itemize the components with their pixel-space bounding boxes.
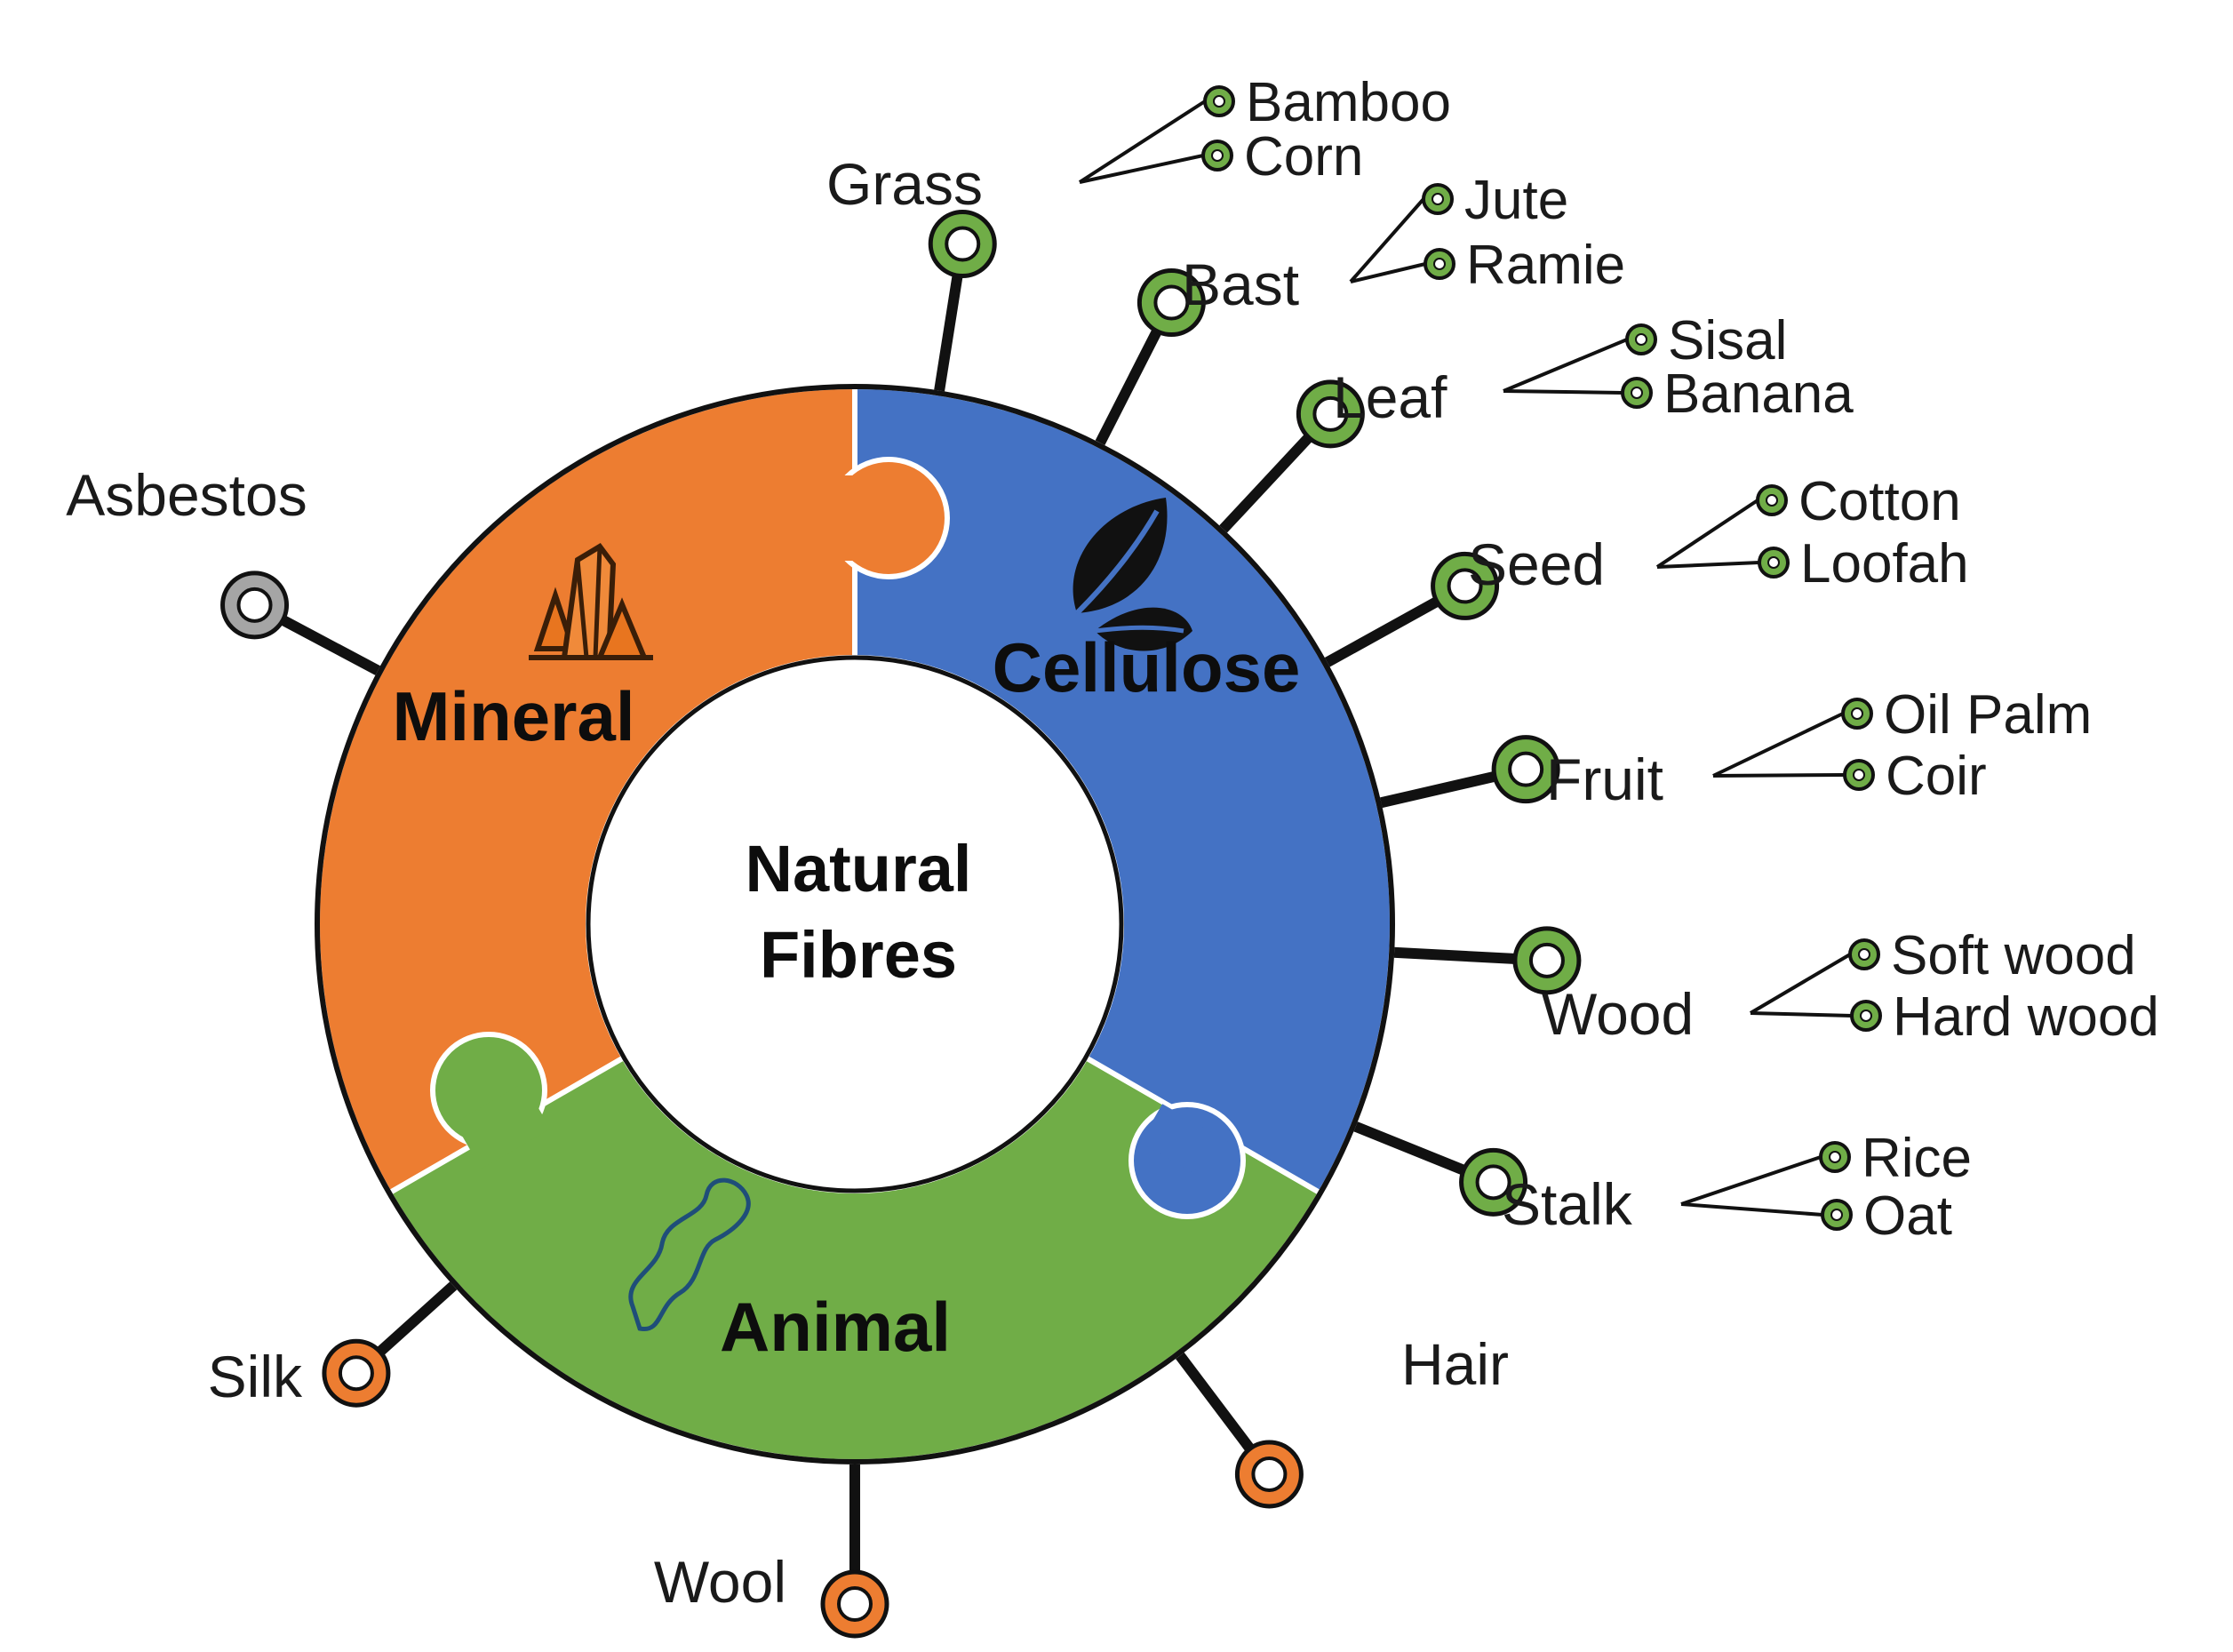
branch-nodes — [220, 210, 1582, 1639]
leaf-icon — [1073, 498, 1192, 651]
leaf-subtype-connector — [1503, 389, 1623, 395]
leaf-label: Leaf — [1333, 364, 1447, 430]
center-title-line2: Fibres — [760, 918, 957, 992]
silk-node-hole — [338, 1355, 374, 1392]
seed-subtype-label: Cotton — [1798, 471, 1961, 532]
bast-subtype-label: Ramie — [1466, 235, 1625, 296]
asbestos-label: Asbestos — [66, 462, 307, 528]
ring-outline — [315, 384, 1395, 1464]
fruit-node-hole — [1508, 751, 1544, 787]
stalk-subtype-label: Rice — [1862, 1128, 1972, 1189]
silkworm-icon — [628, 1177, 751, 1331]
grass-subtype-dot-hole — [1211, 149, 1224, 162]
wood-subtype-dot-hole — [1860, 1010, 1872, 1022]
fruit-subtype-dot-hole — [1851, 707, 1863, 720]
wood-subtype-label: Soft wood — [1891, 925, 2136, 986]
stalk-subtype-dot-hole — [1829, 1151, 1841, 1163]
wood-subtype-dot-hole — [1858, 948, 1870, 961]
bast-subtype-connector — [1350, 262, 1426, 283]
wool-node-hole — [837, 1586, 873, 1622]
crystal-icon — [529, 543, 653, 660]
seed-subtype-dot-hole — [1767, 556, 1780, 569]
wood-subtype-label: Hard wood — [1893, 986, 2159, 1048]
leaf-connector — [1211, 429, 1317, 541]
asbestos-node-hole — [236, 587, 273, 623]
hair-connector — [1168, 1343, 1258, 1456]
wood-connector — [1382, 946, 1521, 965]
wool-label: Wool — [654, 1549, 786, 1615]
seed-label: Seed — [1468, 531, 1605, 597]
fruit-subtype-connector — [1712, 712, 1844, 778]
silk-connector — [372, 1273, 466, 1360]
leaf-subtype-connector — [1503, 338, 1628, 393]
ring-inner-outline — [586, 655, 1124, 1193]
stalk-subtype-dot-hole — [1830, 1209, 1843, 1221]
stalk-subtype-label: Oat — [1863, 1185, 1952, 1247]
branch-connectors — [275, 269, 1521, 1577]
stalk-label: Stalk — [1502, 1171, 1633, 1237]
seed-subtype-connector — [1655, 499, 1759, 569]
bast-subtype-dot-hole — [1432, 193, 1444, 205]
asbestos-connector — [275, 612, 391, 681]
cellulose-label: Cellulose — [993, 628, 1301, 706]
leaf-subtype-label: Banana — [1663, 363, 1854, 425]
seed-subtype-dot-hole — [1766, 494, 1778, 507]
animal-label: Animal — [720, 1288, 951, 1366]
seed-connector — [1314, 594, 1445, 673]
fruit-subtype-label: Oil Palm — [1884, 684, 2092, 746]
stalk-subtype-connector — [1680, 1202, 1823, 1217]
seed-subtype-label: Loofah — [1800, 533, 1969, 595]
seed-node-hole — [1447, 568, 1483, 604]
silk-label: Silk — [208, 1344, 303, 1409]
grass-subtype-label: Bamboo — [1246, 72, 1451, 133]
bast-node-hole — [1153, 284, 1190, 321]
bast-subtype-dot-hole — [1433, 258, 1446, 270]
wood-subtype-connector — [1750, 1011, 1853, 1018]
fruit-subtype-label: Coir — [1886, 746, 1987, 807]
leaf-subtype-label: Sisal — [1668, 310, 1787, 371]
grass-label: Grass — [826, 151, 983, 217]
center-title-line1: Natural — [746, 832, 972, 906]
leaf-subtype-dot-hole — [1635, 333, 1647, 346]
stalk-connector — [1343, 1117, 1471, 1177]
leaf-subtype-dot-hole — [1631, 387, 1643, 399]
fruit-connector — [1368, 770, 1502, 811]
stalk-subtype-connector — [1680, 1155, 1822, 1206]
leaf-node-hole — [1312, 395, 1349, 432]
wood-subtype-connector — [1749, 953, 1852, 1015]
hair-label: Hair — [1401, 1331, 1509, 1397]
mineral-label: Mineral — [392, 677, 634, 755]
fruit-subtype-dot-hole — [1853, 769, 1865, 781]
fibre-ring — [315, 383, 1395, 1465]
stalk-node-hole — [1475, 1164, 1511, 1201]
hair-node-hole — [1251, 1456, 1288, 1492]
fruit-label: Fruit — [1546, 746, 1663, 812]
bast-subtype-connector — [1349, 197, 1425, 283]
bast-connector — [1089, 323, 1165, 456]
bast-subtype-label: Jute — [1464, 170, 1568, 231]
grass-subtype-connector — [1078, 100, 1207, 184]
wood-node-hole — [1528, 942, 1565, 978]
grass-node-hole — [945, 226, 981, 262]
bast-label: Bast — [1182, 251, 1299, 317]
subtype-groups: BambooCornJuteRamieSisalBananaCottonLoof… — [1078, 72, 2159, 1247]
wood-label: Wood — [1542, 981, 1694, 1047]
grass-subtype-connector — [1079, 154, 1204, 184]
seed-subtype-connector — [1656, 561, 1760, 569]
fruit-subtype-connector — [1712, 773, 1846, 778]
grass-subtype-label: Corn — [1244, 126, 1363, 188]
grass-subtype-dot-hole — [1213, 95, 1225, 108]
grass-connector — [932, 269, 964, 403]
